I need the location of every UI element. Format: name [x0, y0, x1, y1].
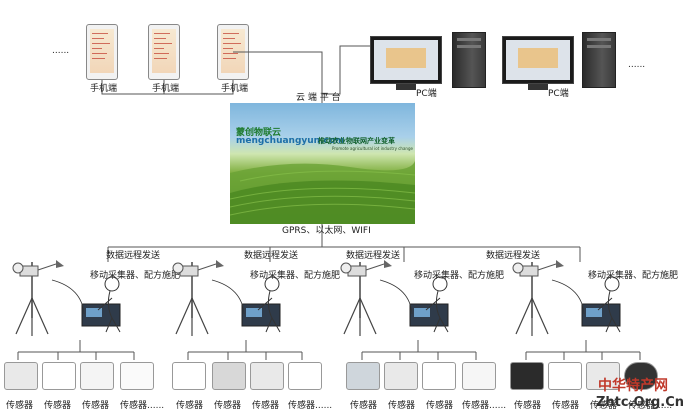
sensor-label: 传感器	[6, 401, 34, 411]
phone-label: 手机端	[152, 84, 180, 94]
sensor-label: 传感器	[590, 401, 618, 411]
pc-label: PC端	[416, 89, 437, 99]
send-label: 数据远程发送	[244, 251, 299, 261]
pc-stand	[396, 84, 416, 90]
device-label: 移动采集器、配方施肥	[90, 271, 181, 281]
sensor-device	[212, 362, 246, 390]
device-label: 移动采集器、配方施肥	[414, 271, 505, 281]
sensor-device	[288, 362, 322, 390]
sensor-device	[250, 362, 284, 390]
sensor-label: 传感器......	[288, 401, 333, 411]
phone-label: 手机端	[90, 84, 118, 94]
sensor-device	[548, 362, 582, 390]
sensor-label: 传感器	[214, 401, 242, 411]
sensor-label: 传感器......	[462, 401, 507, 411]
sensor-label: 传感器	[176, 401, 204, 411]
cloud-platform-label: 云 端 平 台	[296, 93, 341, 103]
device-label: 移动采集器、配方施肥	[250, 271, 341, 281]
sensor-label: 传感器......	[628, 401, 673, 411]
pc-monitor	[370, 36, 442, 84]
sensor-label: 传感器	[552, 401, 580, 411]
sensor-label: 传感器......	[120, 401, 165, 411]
network-label: GPRS、以太网、WIFI	[282, 226, 371, 236]
sensor-device	[42, 362, 76, 390]
pc-tower	[582, 32, 616, 88]
cloud-platform-image: 蒙创物联云 mengchuangyun.com 推动农业物联网产业变革 Prom…	[230, 103, 415, 224]
sensor-device	[4, 362, 38, 390]
sensor-device	[624, 362, 658, 390]
sensor-device	[510, 362, 544, 390]
sensor-device	[384, 362, 418, 390]
sensor-label: 传感器	[350, 401, 378, 411]
ellipsis-right: ......	[628, 60, 646, 70]
sensor-device	[80, 362, 114, 390]
pc-tower	[452, 32, 486, 88]
sensor-device	[462, 362, 496, 390]
watermark-title: 中华特产网	[598, 378, 668, 394]
sensor-label: 传感器	[514, 401, 542, 411]
send-label: 数据远程发送	[106, 251, 161, 261]
send-label: 数据远程发送	[486, 251, 541, 261]
sensor-label: 传感器	[44, 401, 72, 411]
sensor-device	[422, 362, 456, 390]
sensor-device	[586, 362, 620, 390]
sensor-label: 传感器	[426, 401, 454, 411]
watermark-url: Zhtc.Org.Cn	[596, 395, 685, 410]
send-label: 数据远程发送	[346, 251, 401, 261]
cloud-subtitle: Promote agricultural iot industry change	[332, 146, 413, 151]
sensor-label: 传感器	[82, 401, 110, 411]
sensor-device	[120, 362, 154, 390]
pc-stand	[528, 84, 548, 90]
sensor-device	[346, 362, 380, 390]
phone-device	[86, 24, 118, 80]
sensor-label: 传感器	[388, 401, 416, 411]
cloud-logo-text: 蒙创物联云	[236, 128, 282, 138]
phone-label: 手机端	[221, 84, 249, 94]
sensor-label: 传感器	[252, 401, 280, 411]
phone-device	[148, 24, 180, 80]
tea-field-hills	[230, 161, 415, 224]
cloud-slogan: 推动农业物联网产业变革	[318, 137, 395, 145]
pc-label: PC端	[548, 89, 569, 99]
device-label: 移动采集器、配方施肥	[588, 271, 679, 281]
cloud-site-text: mengchuangyun.com	[236, 136, 345, 146]
sensor-device	[172, 362, 206, 390]
pc-monitor	[502, 36, 574, 84]
ellipsis-left: ......	[52, 46, 70, 56]
